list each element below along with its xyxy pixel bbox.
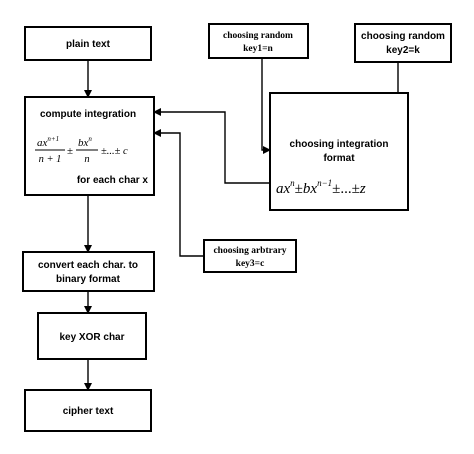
node-key2: choosing random key2=k [354,23,452,63]
cipher-text-box [24,389,152,432]
node-compute-integration: compute integration axn+1 n + 1 ± bxn n … [24,96,155,196]
key-xor-box [37,312,147,360]
arrow-key1-to-format [261,58,271,154]
key3-box [203,239,297,273]
formula-tail: ±...± c [101,146,128,157]
cipher-text-label: cipher text [63,406,114,417]
convert-binary-line1: convert each char. to [38,260,138,271]
plain-text-box [24,26,152,61]
key2-line2: key2=k [386,45,420,56]
key-xor-label: key XOR char [59,332,124,343]
key1-line1: choosing random [223,31,293,41]
key3-line2: key3=c [236,259,265,269]
node-convert-binary: convert each char. to binary format [22,251,155,292]
integration-format-box [269,92,409,211]
convert-binary-box [22,251,155,292]
node-plain-text: plain text [24,26,152,61]
convert-binary-line2: binary format [56,274,121,285]
integration-format-line2: format [323,153,355,164]
integration-format-line1: choosing integration [290,139,389,150]
key2-line1: choosing random [361,31,445,42]
arrow-format-to-compute [153,108,270,184]
compute-integration-note: for each char x [77,175,149,186]
key2-box [354,23,452,63]
compute-integration-title: compute integration [40,109,136,120]
node-integration-format: choosing integration format axn±bxn−1±..… [269,92,409,211]
plain-text-label: plain text [66,39,111,50]
node-key1: choosing random key1=n [208,23,309,59]
formula-term2-numerator: bxn [78,135,92,149]
node-cipher-text: cipher text [24,389,152,432]
node-key3: choosing arbtrary key3=c [203,239,297,273]
integration-format-formula: axn±bxn−1±...±z [276,178,366,197]
formula-pm-1: ± [67,145,73,157]
key1-line2: key1=n [243,44,273,54]
node-key-xor: key XOR char [37,312,147,360]
key3-line1: choosing arbtrary [213,246,286,256]
formula-term1-numerator: axn+1 [37,135,59,149]
key1-box [208,23,309,59]
compute-integration-box [24,96,155,196]
arrow-key3-to-compute [153,129,204,257]
formula-term1-denominator: n + 1 [39,154,62,165]
formula-term2-denominator: n [84,154,89,165]
